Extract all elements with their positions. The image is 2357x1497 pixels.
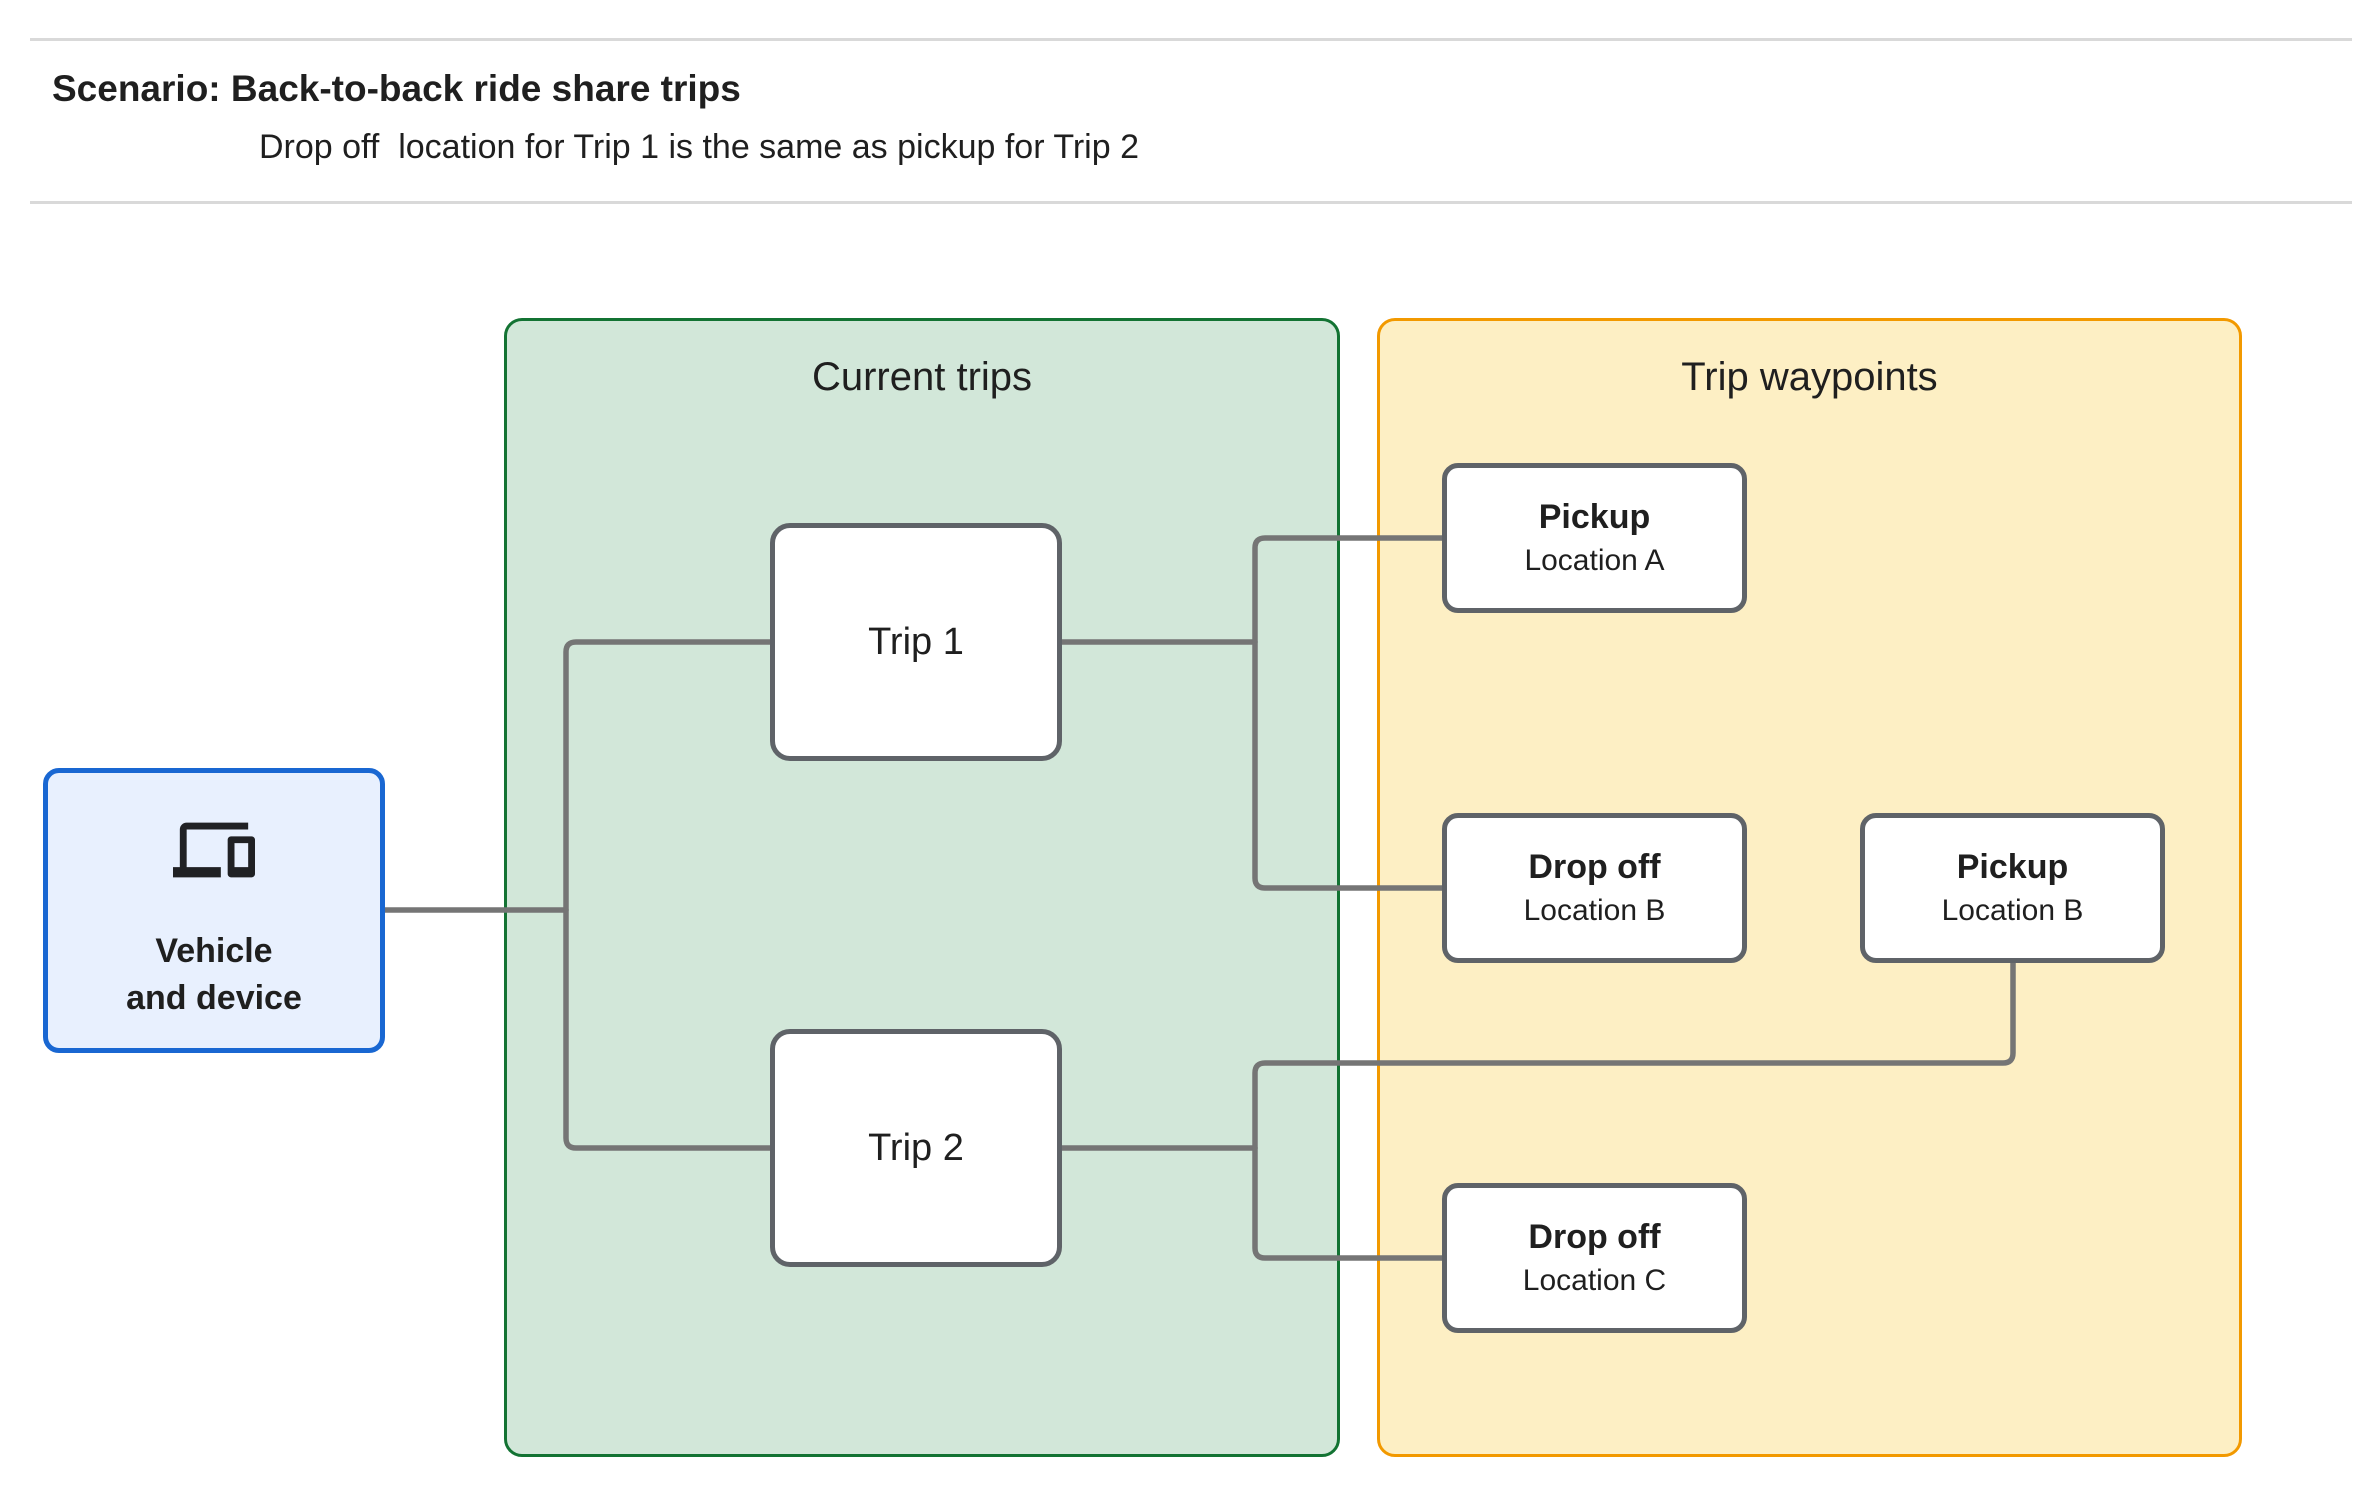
trip-1-node: Trip 1 — [770, 523, 1062, 761]
waypoint-location: Location B — [1941, 893, 2084, 927]
vehicle-label: Vehicle and device — [48, 928, 380, 1022]
waypoint-pickup-location-a: Pickup Location A — [1442, 463, 1747, 613]
current-trips-title: Current trips — [811, 355, 1033, 399]
vehicle-label-line2: and device — [126, 979, 302, 1018]
vehicle-and-device-box: Vehicle and device — [43, 768, 385, 1053]
scenario-title: Scenario: Back-to-back ride share trips — [52, 68, 741, 109]
waypoint-location: Location C — [1522, 1263, 1667, 1297]
trip-2-label: Trip 2 — [868, 1126, 964, 1169]
waypoint-location: Location B — [1523, 893, 1666, 927]
waypoint-location: Location A — [1524, 543, 1665, 577]
header-divider-bottom — [30, 201, 2352, 204]
waypoint-title: Drop off — [1528, 1218, 1661, 1257]
devices-icon — [173, 822, 255, 878]
waypoint-title: Drop off — [1528, 848, 1661, 887]
trip-2-node: Trip 2 — [770, 1029, 1062, 1267]
current-trips-group: Current trips — [504, 318, 1340, 1457]
trip-waypoints-title: Trip waypoints — [1681, 355, 1938, 399]
waypoint-title: Pickup — [1956, 848, 2069, 887]
scenario-subtitle: Drop off location for Trip 1 is the same… — [259, 128, 1139, 166]
vehicle-label-line1: Vehicle — [155, 932, 273, 971]
waypoint-dropoff-location-c: Drop off Location C — [1442, 1183, 1747, 1333]
waypoint-dropoff-location-b: Drop off Location B — [1442, 813, 1747, 963]
waypoint-pickup-location-b: Pickup Location B — [1860, 813, 2165, 963]
header-divider-top — [30, 38, 2352, 41]
waypoint-title: Pickup — [1538, 498, 1651, 537]
trip-1-label: Trip 1 — [868, 620, 964, 663]
